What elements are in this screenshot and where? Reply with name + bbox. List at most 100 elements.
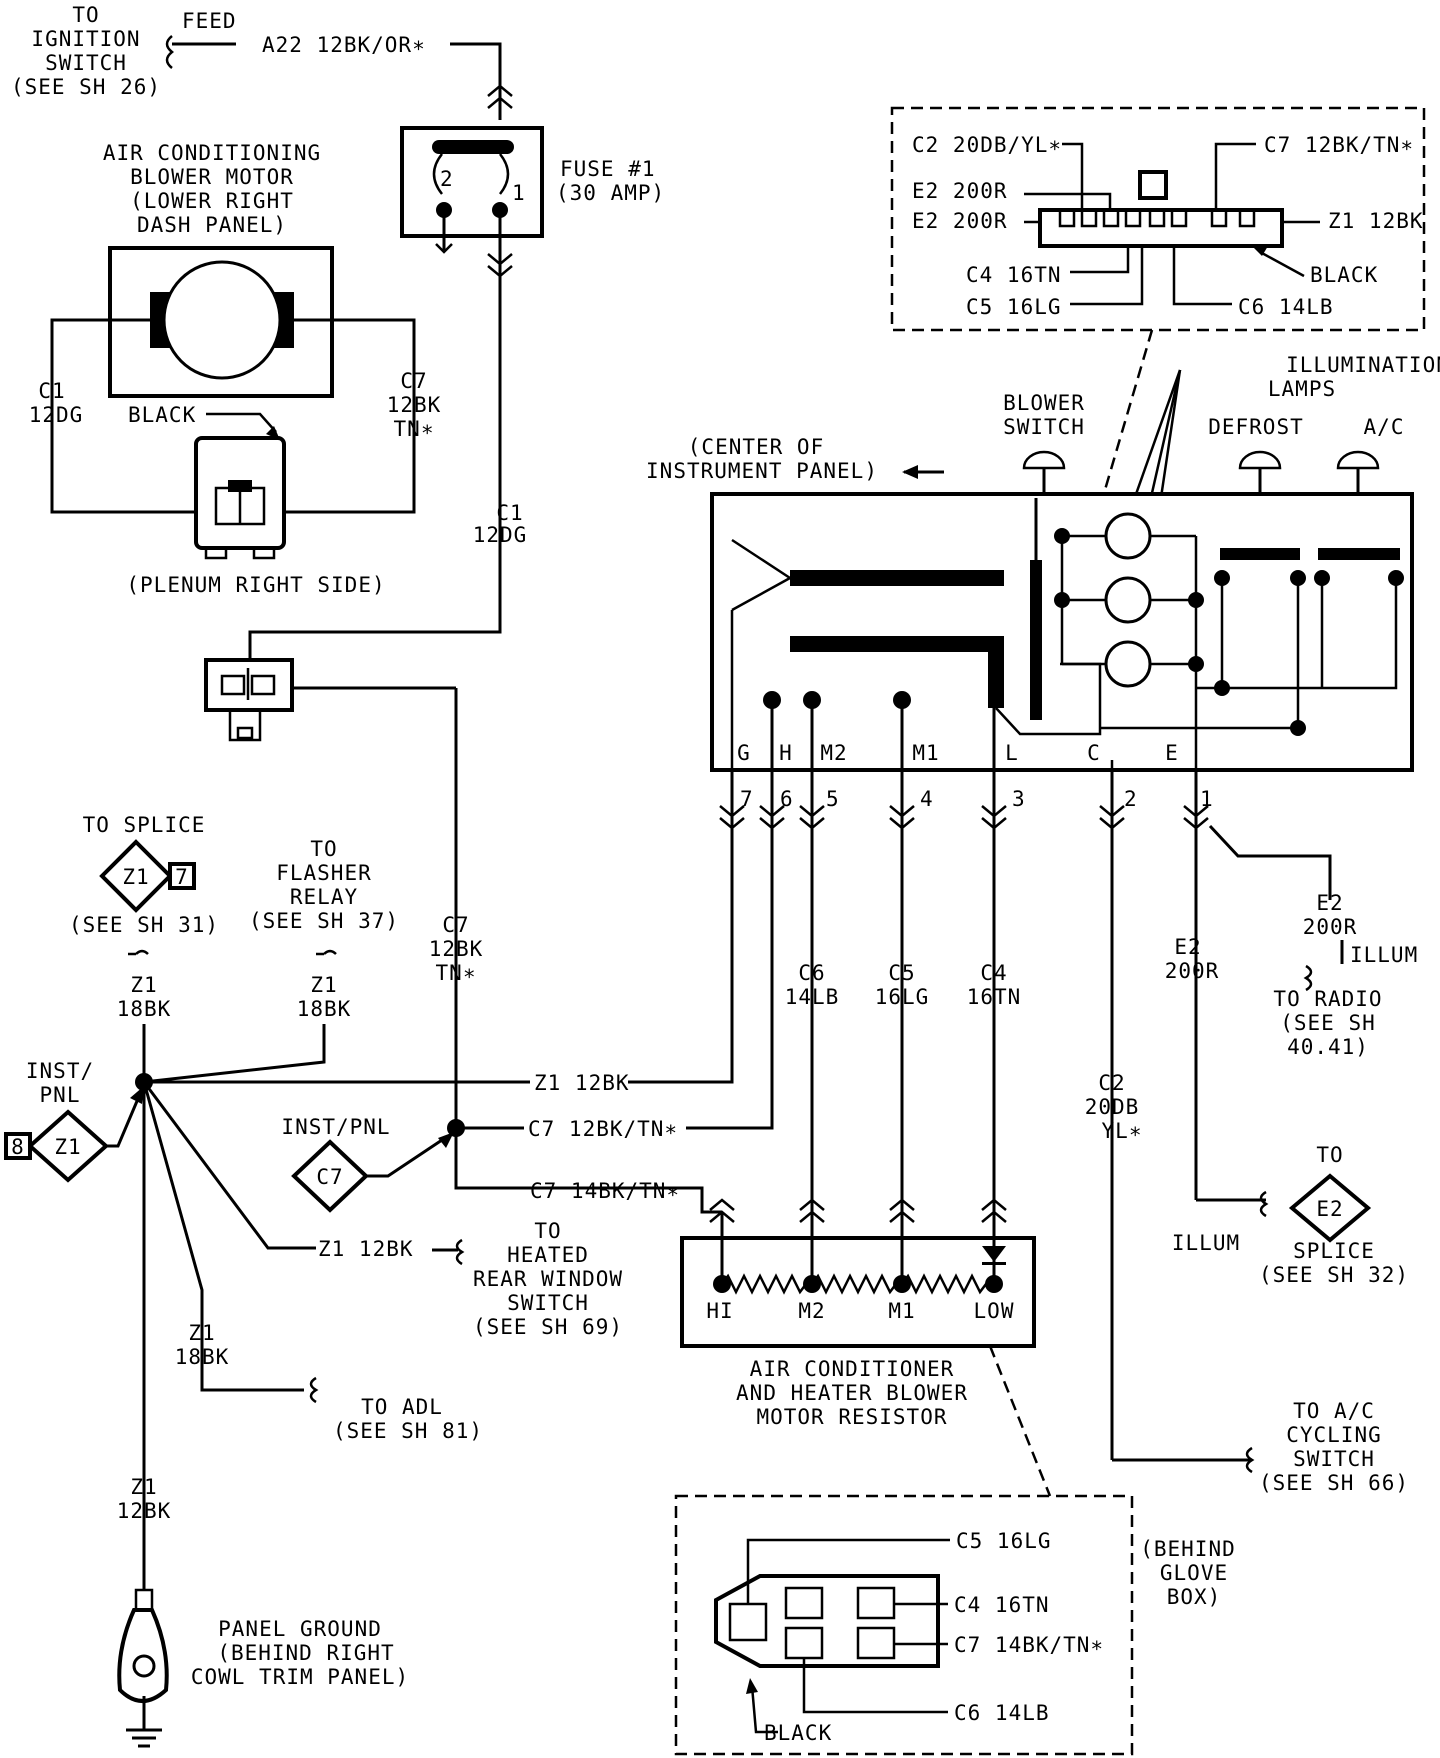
label-conn-c5: C5 16LG <box>966 295 1062 319</box>
label-motor-1: AIR CONDITIONING <box>103 141 321 165</box>
label-ground-1: PANEL GROUND <box>218 1617 382 1641</box>
c7-splice: C7 12BK/TN∗ INST/PNL C7 C7 14BK/TN∗ <box>281 1115 774 1213</box>
label-inst-pnl-2: PNL <box>40 1083 81 1107</box>
label-radio-3: 40.41) <box>1287 1035 1369 1059</box>
label-e2-mid-2: 200R <box>1165 959 1220 983</box>
label-heated-3: REAR WINDOW <box>473 1267 623 1291</box>
label-e2-right-2: 200R <box>1303 915 1358 939</box>
label-cyc-1: TO A/C <box>1293 1399 1375 1423</box>
label-flasher-1: TO <box>310 837 337 861</box>
label-center-1: (CENTER OF <box>688 435 824 459</box>
label-defrost: DEFROST <box>1208 415 1304 439</box>
label-conn-c4: C4 16TN <box>966 263 1062 287</box>
label-z1a-1: Z1 <box>130 973 157 997</box>
blower-resistor: HI M2 M1 LOW AIR CONDITIONER AND HEATER … <box>680 1198 1052 1497</box>
label-cyc-3: SWITCH <box>1293 1447 1375 1471</box>
label-n5: 5 <box>826 787 840 811</box>
label-n4: 4 <box>920 787 934 811</box>
label-z1-12bk-b: Z1 12BK <box>318 1237 414 1261</box>
label-heated-1: TO <box>534 1219 561 1243</box>
label-conn-e2a: E2 200R <box>912 179 1008 203</box>
blower-motor: AIR CONDITIONING BLOWER MOTOR (LOWER RIG… <box>29 141 442 597</box>
label-conn-c2: C2 20DB/YL∗ <box>912 133 1062 157</box>
label-c1-left-2: 12DG <box>29 403 84 427</box>
label-inst-pnl-1: INST/ <box>26 1059 94 1083</box>
label-z1d-2: 12BK <box>117 1499 172 1523</box>
label-n2: 2 <box>1124 787 1138 811</box>
label-resistor-2: AND HEATER BLOWER <box>736 1381 968 1405</box>
label-rc-c5: C5 16LG <box>956 1529 1052 1553</box>
label-resistor-3: MOTOR RESISTOR <box>756 1405 947 1429</box>
blower-switch-assembly: ILLUMINATION LAMPS BLOWER SWITCH DEFROST… <box>646 353 1440 772</box>
label-ground-2: (BEHIND RIGHT <box>217 1641 394 1665</box>
label-n7: 7 <box>740 787 754 811</box>
label-ign-2: IGNITION <box>31 27 140 51</box>
label-glove-1: (BEHIND <box>1140 1537 1236 1561</box>
plenum-connector <box>204 658 456 742</box>
label-z1b-1: Z1 <box>310 973 337 997</box>
label-illum-low: ILLUM <box>1172 1231 1240 1255</box>
label-e2-mid-1: E2 <box>1174 935 1201 959</box>
wire-c1-12dg <box>248 280 502 660</box>
label-c1-left-1: C1 <box>38 379 65 403</box>
label-black-top: BLACK <box>128 403 196 427</box>
label-ign-1: TO <box>72 3 99 27</box>
label-heated-4: SWITCH <box>507 1291 589 1315</box>
label-e2-diamond: E2 <box>1316 1197 1343 1221</box>
label-c4-2: 16TN <box>967 985 1022 1009</box>
label-c7-right-2: 12BK <box>387 393 442 417</box>
label-resistor-1: AIR CONDITIONER <box>750 1357 955 1381</box>
label-pin-e: E <box>1165 741 1179 765</box>
label-pin-m1: M1 <box>912 741 939 765</box>
label-e2-splice-1: SPLICE <box>1293 1239 1375 1263</box>
label-blower-sw-2: SWITCH <box>1003 415 1085 439</box>
label-z1c-2: 18BK <box>175 1345 230 1369</box>
label-conn-c6: C6 14LB <box>1238 295 1334 319</box>
label-z1b-2: 18BK <box>297 997 352 1021</box>
label-c7-vert-1: C7 <box>442 913 469 937</box>
resistor-connector-detail: (BEHIND GLOVE BOX) C5 16LG C4 16TN C7 14… <box>674 1494 1236 1756</box>
switch-output-wires: 7 6 5 4 3 2 1 C6 14LB C5 16LG C4 16TN E2… <box>719 700 1417 1495</box>
label-c7-12bk-tn: C7 12BK/TN∗ <box>528 1117 678 1141</box>
label-c1-mid-2: 12DG <box>473 523 528 547</box>
label-splice-7: 7 <box>175 865 189 889</box>
label-radio-2: (SEE SH <box>1280 1011 1376 1035</box>
label-motor-3: (LOWER RIGHT <box>130 189 294 213</box>
label-rc-c6: C6 14LB <box>954 1701 1050 1725</box>
label-center-2: INSTRUMENT PANEL) <box>646 459 878 483</box>
label-flasher-3: RELAY <box>290 885 358 909</box>
label-splice-1: TO SPLICE <box>83 813 206 837</box>
label-conn-black: BLACK <box>1310 263 1378 287</box>
label-fuse-1: FUSE #1 <box>560 157 656 181</box>
label-a22: A22 12BK/OR∗ <box>262 33 426 57</box>
label-pin-c: C <box>1087 741 1101 765</box>
ground-network: TO SPLICE Z1 7 (SEE SH 31) TO FLASHER RE… <box>4 813 734 1748</box>
label-rc-c7: C7 14BK/TN∗ <box>954 1633 1104 1657</box>
label-splice-z1: Z1 <box>122 865 149 889</box>
label-c7-vert-3: TN∗ <box>436 961 477 985</box>
label-n1: 1 <box>1200 787 1214 811</box>
label-c2-mid-1: C2 <box>1098 1071 1125 1095</box>
label-z1-8: 8 <box>11 1135 25 1159</box>
label-conn-z1: Z1 12BK <box>1328 209 1424 233</box>
label-radio-1: TO RADIO <box>1273 987 1382 1011</box>
label-c7-vert-2: 12BK <box>429 937 484 961</box>
label-blower-sw-1: BLOWER <box>1003 391 1085 415</box>
label-rc-c4: C4 16TN <box>954 1593 1050 1617</box>
label-ac: A/C <box>1364 415 1405 439</box>
label-illum-1: ILLUMINATION <box>1286 353 1440 377</box>
label-c6-2: 14LB <box>785 985 840 1009</box>
switch-connector-detail: C2 20DB/YL∗ C7 12BK/TN∗ E2 200R E2 200R … <box>890 106 1426 501</box>
label-z1a-2: 18BK <box>117 997 172 1021</box>
label-motor-4: DASH PANEL) <box>137 213 287 237</box>
label-heated-5: (SEE SH 69) <box>473 1315 623 1339</box>
label-c7-right-3: TN∗ <box>394 417 435 441</box>
label-fuse-pin1: 1 <box>512 181 526 205</box>
label-adl-1: TO ADL <box>361 1395 443 1419</box>
label-fuse-pin2: 2 <box>440 167 454 191</box>
label-n6: 6 <box>780 787 794 811</box>
label-res-hi: HI <box>706 1299 733 1323</box>
label-res-m2: M2 <box>798 1299 825 1323</box>
label-pin-m2: M2 <box>820 741 847 765</box>
